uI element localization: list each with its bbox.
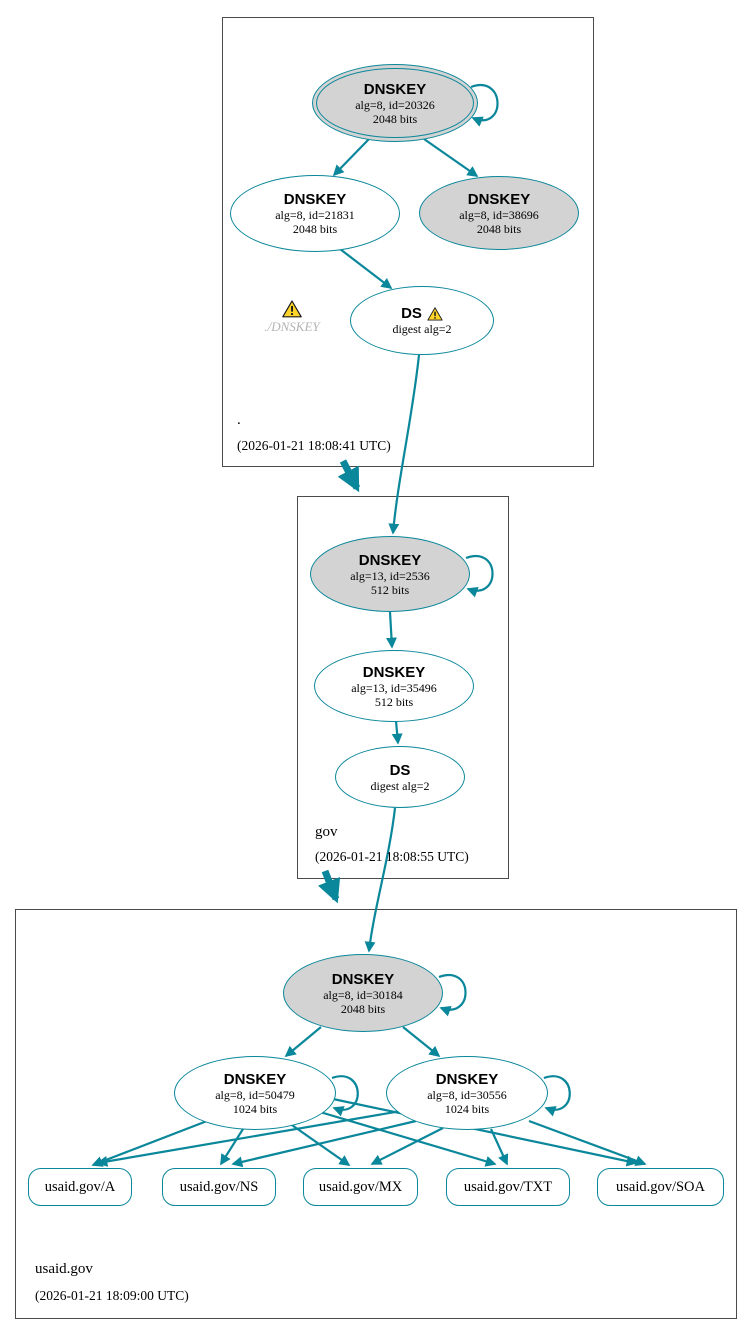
node-bits: 512 bits (370, 582, 410, 597)
node-bits: 2048 bits (292, 222, 338, 236)
node-alg: alg=13, id=2536 (350, 568, 430, 583)
dnskey-node-gov-zsk[interactable]: DNSKEY alg=13, id=35496 512 bits (314, 650, 474, 722)
node-type: DNSKEY (363, 80, 427, 98)
node-alg: alg=8, id=30556 (427, 1087, 507, 1102)
rrset-usaid-txt[interactable]: usaid.gov/TXT (446, 1168, 570, 1206)
node-alg: alg=8, id=30184 (323, 987, 403, 1002)
zone-timestamp-gov: (2026-01-21 18:08:55 UTC) (315, 849, 469, 864)
rrset-usaid-mx[interactable]: usaid.gov/MX (303, 1168, 418, 1206)
ds-node-root[interactable]: DS digest alg=2 (350, 286, 494, 355)
node-bits: 1024 bits (444, 1101, 490, 1116)
rrset-label: usaid.gov/NS (179, 1178, 259, 1195)
node-type: DS (401, 305, 422, 322)
node-bits: 2048 bits (372, 111, 418, 126)
zone-name-gov: gov (315, 824, 338, 840)
dnskey-node-root-ksk[interactable]: DNSKEY alg=8, id=20326 2048 bits (312, 64, 478, 142)
rrset-label: usaid.gov/A (44, 1178, 116, 1195)
node-type: DNSKEY (467, 190, 531, 208)
zone-name-usaid: usaid.gov (35, 1261, 93, 1277)
zone-timestamp-usaid: (2026-01-21 18:09:00 UTC) (35, 1288, 189, 1303)
dnskey-node-usaid-zsk2[interactable]: DNSKEY alg=8, id=30556 1024 bits (386, 1056, 548, 1130)
warning-icon (282, 300, 302, 318)
zone-timestamp-root: (2026-01-21 18:08:41 UTC) (237, 438, 391, 453)
dnskey-node-usaid-ksk[interactable]: DNSKEY alg=8, id=30184 2048 bits (283, 954, 443, 1032)
node-digest: digest alg=2 (392, 322, 452, 336)
zone-name-root: . (237, 412, 241, 428)
node-bits: 1024 bits (232, 1101, 278, 1116)
dnskey-node-root-ksk2[interactable]: DNSKEY alg=8, id=38696 2048 bits (419, 176, 579, 250)
rrset-label: usaid.gov/SOA (615, 1178, 706, 1195)
node-alg: alg=13, id=35496 (351, 680, 437, 695)
node-type: DNSKEY (358, 551, 422, 569)
node-alg: alg=8, id=50479 (215, 1087, 295, 1102)
node-type: DNSKEY (435, 1070, 499, 1088)
node-type: DNSKEY (362, 663, 426, 681)
node-type: DNSKEY (331, 970, 395, 988)
node-bits: 512 bits (374, 694, 414, 709)
node-bits: 2048 bits (340, 1001, 386, 1016)
node-bits: 2048 bits (476, 221, 522, 236)
node-alg: alg=8, id=20326 (355, 97, 435, 112)
rrset-usaid-ns[interactable]: usaid.gov/NS (162, 1168, 276, 1206)
node-type: DS (389, 761, 411, 779)
node-type: DNSKEY (283, 191, 347, 208)
rrset-label: usaid.gov/TXT (463, 1178, 553, 1195)
rrset-usaid-a[interactable]: usaid.gov/A (28, 1168, 132, 1206)
rrset-usaid-soa[interactable]: usaid.gov/SOA (597, 1168, 724, 1206)
node-digest: digest alg=2 (370, 778, 430, 793)
dnskey-node-usaid-zsk1[interactable]: DNSKEY alg=8, id=50479 1024 bits (174, 1056, 336, 1130)
ds-node-gov[interactable]: DS digest alg=2 (335, 746, 465, 808)
node-alg: alg=8, id=38696 (459, 207, 539, 222)
warning-icon (427, 306, 443, 321)
root-dnskey-warning: ./DNSKEY (247, 300, 337, 335)
node-type: DNSKEY (223, 1070, 287, 1088)
dnskey-node-gov-ksk[interactable]: DNSKEY alg=13, id=2536 512 bits (310, 536, 470, 612)
rrset-label: usaid.gov/MX (318, 1178, 403, 1195)
node-alg: alg=8, id=21831 (275, 208, 355, 222)
dnskey-node-root-zsk[interactable]: DNSKEY alg=8, id=21831 2048 bits (230, 175, 400, 252)
missing-dnskey-label: ./DNSKEY (264, 319, 320, 334)
